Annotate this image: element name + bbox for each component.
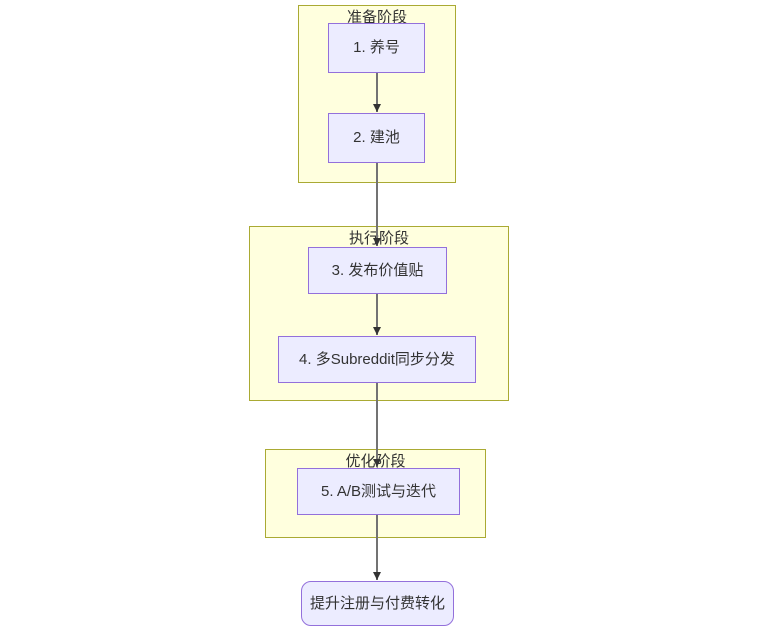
node-step4-multi-subreddit-distribution: 4. 多Subreddit同步分发 xyxy=(278,336,476,383)
cluster-title-execution: 执行阶段 xyxy=(348,230,409,247)
node-step5-ab-testing-iteration: 5. A/B测试与迭代 xyxy=(297,468,460,515)
node-goal-signup-paid-conversion: 提升注册与付费转化 xyxy=(301,581,454,626)
node-step1-nurture-accounts: 1. 养号 xyxy=(328,23,425,73)
node-step3-publish-value-posts: 3. 发布价值贴 xyxy=(308,247,447,294)
cluster-title-preparation: 准备阶段 xyxy=(346,9,407,26)
node-step2-build-pool: 2. 建池 xyxy=(328,113,425,163)
